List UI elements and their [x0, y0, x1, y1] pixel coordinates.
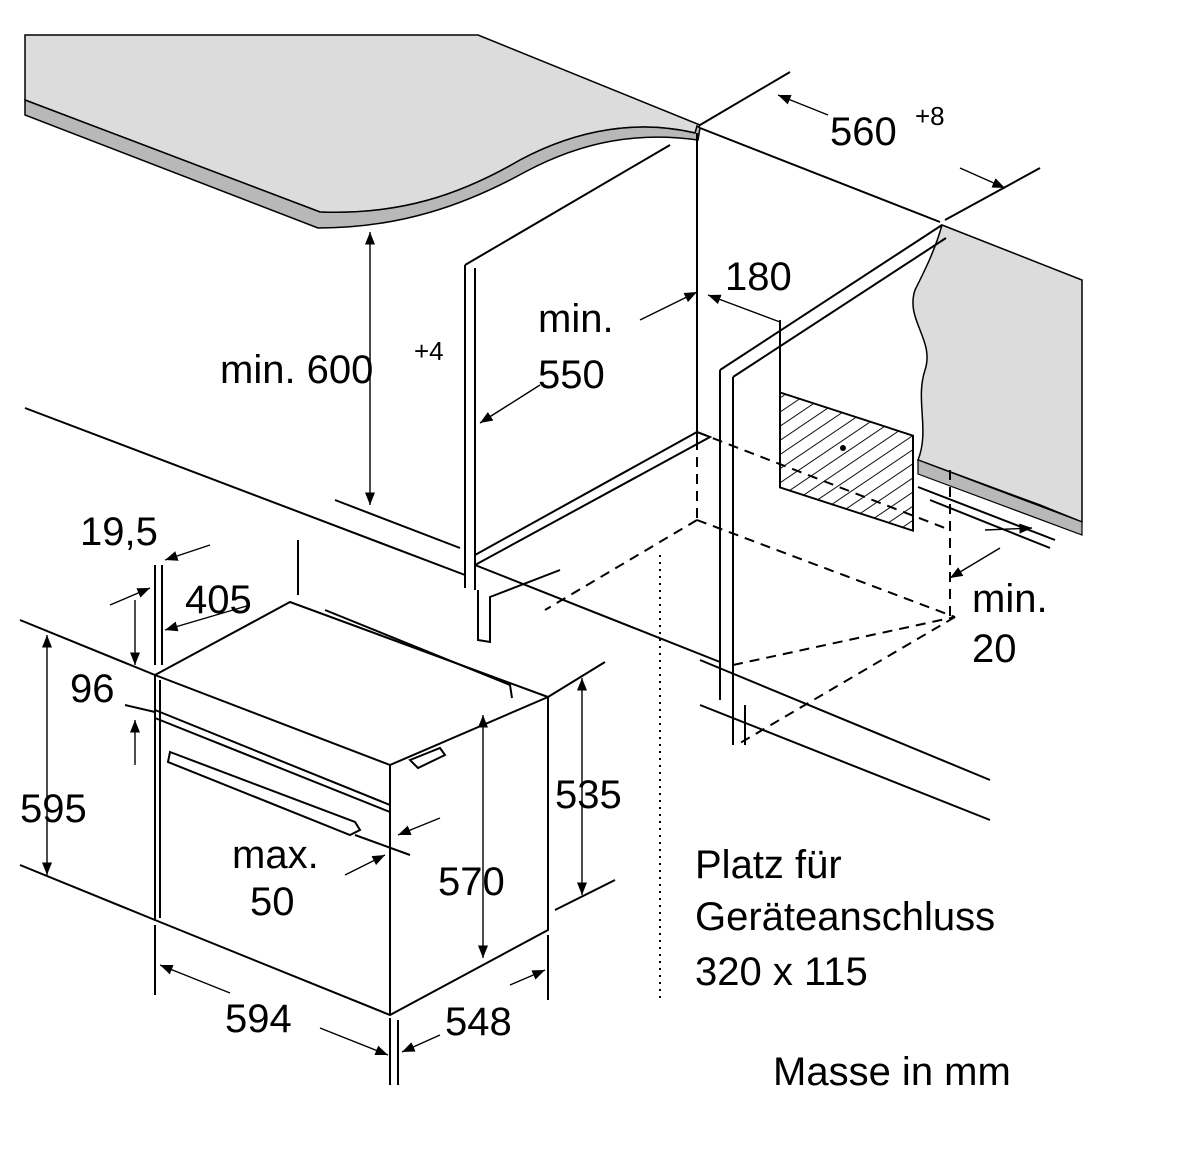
label-units: Masse in mm — [773, 1050, 1011, 1094]
label-min-600-tolerance: +4 — [414, 336, 444, 366]
label-platz-3: 320 x 115 — [695, 950, 868, 994]
right-cabinet — [719, 224, 947, 745]
label-594: 594 — [225, 997, 292, 1041]
niche-dashed — [544, 431, 956, 1000]
dimension-labels: 560 +8 180 min. 550 min. 600 +4 19,5 405… — [20, 101, 1048, 1094]
label-min-550-b: 550 — [538, 353, 605, 397]
label-19-5: 19,5 — [80, 510, 158, 554]
countertop-left — [24, 34, 702, 229]
label-595: 595 — [20, 787, 87, 831]
label-96: 96 — [70, 667, 115, 711]
label-570: 570 — [438, 860, 505, 904]
countertop-right — [912, 223, 1083, 536]
label-min-600: min. 600 — [220, 348, 373, 392]
label-180: 180 — [725, 255, 792, 299]
label-535: 535 — [555, 773, 622, 817]
label-platz-2: Geräteanschluss — [695, 895, 995, 939]
label-min-20-b: 20 — [972, 627, 1017, 671]
label-max-50-a: max. — [232, 833, 319, 877]
label-560: 560 — [830, 110, 897, 154]
oven-handle — [166, 750, 362, 837]
label-min-20-a: min. — [972, 577, 1048, 621]
label-560-tolerance: +8 — [915, 101, 945, 131]
label-548: 548 — [445, 1000, 512, 1044]
oven — [154, 600, 549, 1017]
label-min-550-a: min. — [538, 297, 614, 341]
wall-lines — [24, 127, 991, 821]
dimension-lines — [19, 71, 1056, 1085]
label-405: 405 — [185, 578, 252, 622]
label-platz-1: Platz für — [695, 843, 842, 887]
label-max-50-b: 50 — [250, 880, 295, 924]
oven-hook — [408, 746, 447, 770]
